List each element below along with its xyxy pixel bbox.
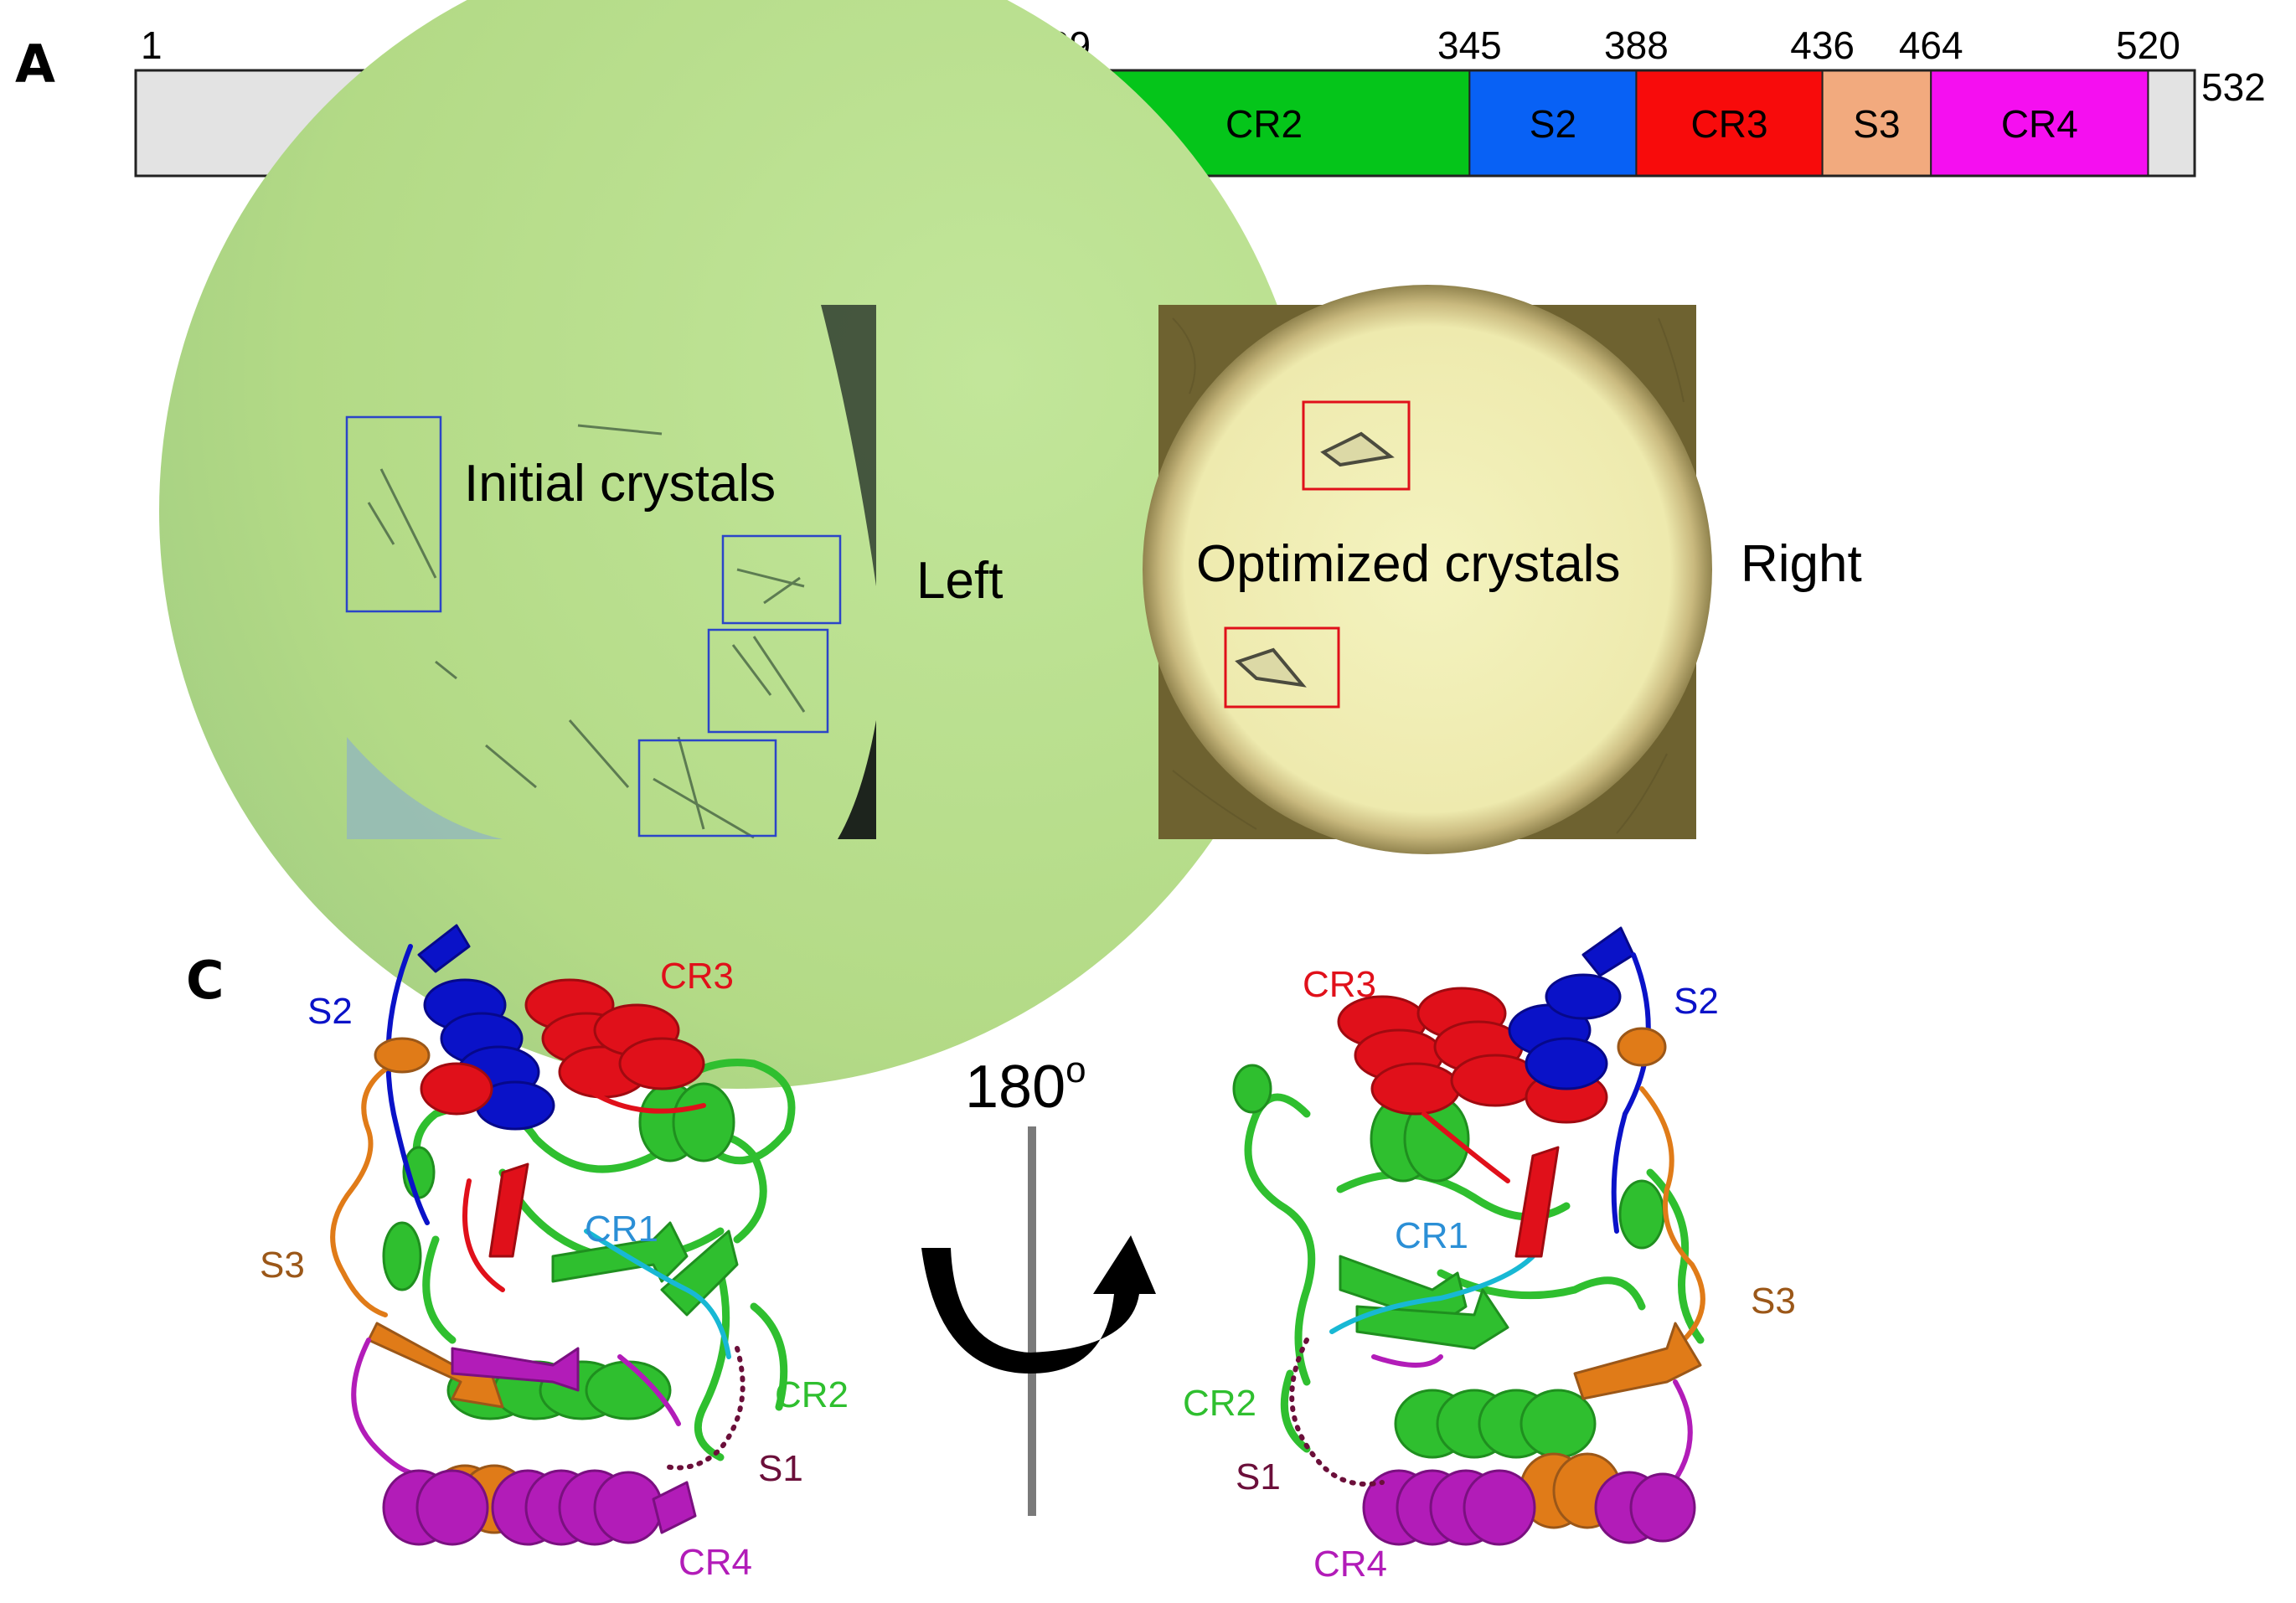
right-label: Right: [1741, 535, 1862, 593]
right-label-s3: S3: [1751, 1281, 1796, 1322]
domain-label-cr2: CR2: [1225, 102, 1303, 146]
left-label: Left: [916, 552, 1003, 610]
domain-segment-cr4: [1930, 70, 2149, 177]
domain-segment-unlabeled-8: [2147, 70, 2195, 177]
left-label-cr3: CR3: [660, 956, 734, 997]
initial-crystal-box-2: [721, 534, 842, 625]
position-label-1: 1: [141, 23, 163, 67]
domain-segment-s2: [1468, 70, 1638, 177]
structure-back-view: [1232, 926, 1705, 1546]
rotation-arrow-icon: [921, 1235, 1156, 1374]
rotation-degree-value: 180: [965, 1054, 1065, 1121]
position-label-436: 436: [1790, 23, 1855, 67]
domain-label-s2: S2: [1530, 102, 1576, 146]
right-label-cr4: CR4: [1313, 1544, 1387, 1585]
left-label-cr4: CR4: [678, 1542, 752, 1583]
right-label-cr3: CR3: [1303, 964, 1376, 1005]
position-label-388: 388: [1604, 23, 1669, 67]
position-label-520: 520: [2116, 23, 2180, 67]
domain-segment-s3: [1821, 70, 1932, 177]
left-label-cr2: CR2: [775, 1374, 849, 1415]
rotation-degree-unit: o: [1065, 1049, 1086, 1090]
domain-label-cr4: CR4: [2001, 102, 2078, 146]
right-label-cr2: CR2: [1183, 1383, 1256, 1424]
end-position-label: 532: [2201, 65, 2266, 109]
structure-front-view: [330, 924, 796, 1546]
right-label-s1: S1: [1236, 1456, 1281, 1497]
panel-letter-a: A: [15, 34, 55, 95]
left-label-cr1: CR1: [585, 1209, 658, 1250]
optimized-crystals-photo: [1143, 285, 1712, 854]
domain-segment-cr3: [1635, 70, 1824, 177]
rotation-indicator: 180o: [921, 1049, 1156, 1516]
left-label-s1: S1: [758, 1448, 803, 1489]
domain-label-s3: S3: [1853, 102, 1900, 146]
optimized-crystal-box-1: [1302, 400, 1411, 491]
initial-crystals-photo: [159, 0, 1315, 1089]
domain-label-cr3: CR3: [1691, 102, 1768, 146]
initial-crystal-box-4: [637, 739, 777, 838]
initial-crystal-box-1: [345, 415, 442, 613]
optimized-crystals-label: Optimized crystals: [1196, 535, 1620, 593]
right-label-cr1: CR1: [1395, 1215, 1468, 1256]
initial-crystal-box-3: [707, 628, 829, 734]
position-label-464: 464: [1899, 23, 1963, 67]
panel-letter-c: C: [186, 950, 224, 1011]
position-label-345: 345: [1437, 23, 1502, 67]
left-label-s2: S2: [307, 991, 353, 1032]
rotation-degree-label: 180o: [965, 1049, 1086, 1121]
optimized-crystal-box-2: [1224, 626, 1340, 709]
initial-crystals-label: Initial crystals: [464, 455, 776, 513]
left-label-s3: S3: [260, 1245, 305, 1286]
right-label-s2: S2: [1674, 981, 1719, 1022]
